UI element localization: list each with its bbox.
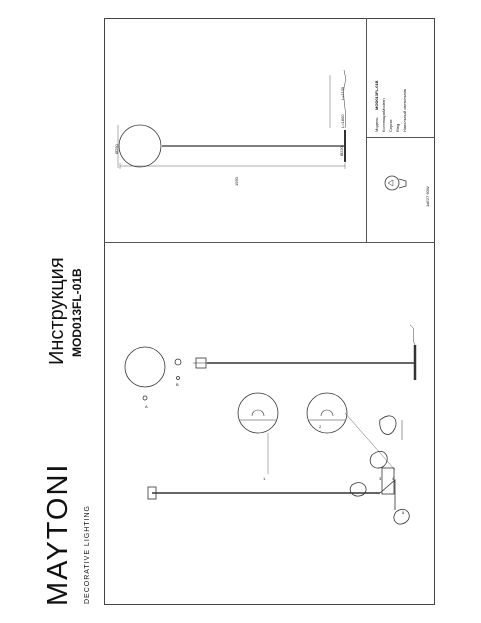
detail-views: [237, 392, 396, 474]
bulb-icon: [384, 175, 407, 191]
spec-divider: [366, 18, 367, 242]
step-1: 1: [263, 476, 266, 481]
document-frame: [104, 18, 435, 605]
section-divider: [104, 242, 435, 243]
part-b: B: [176, 382, 179, 387]
dimension-drawing: [117, 69, 347, 169]
part-a: A: [145, 404, 148, 409]
step-5: 5: [402, 510, 405, 515]
step-3: 3: [379, 476, 382, 481]
step-2: 2: [319, 424, 322, 429]
spec-split: [366, 137, 435, 138]
step-4: 4: [392, 476, 395, 481]
hands-illustration: [349, 415, 410, 525]
assembled-lamp: [147, 324, 417, 510]
parts-drawing: [124, 346, 210, 401]
